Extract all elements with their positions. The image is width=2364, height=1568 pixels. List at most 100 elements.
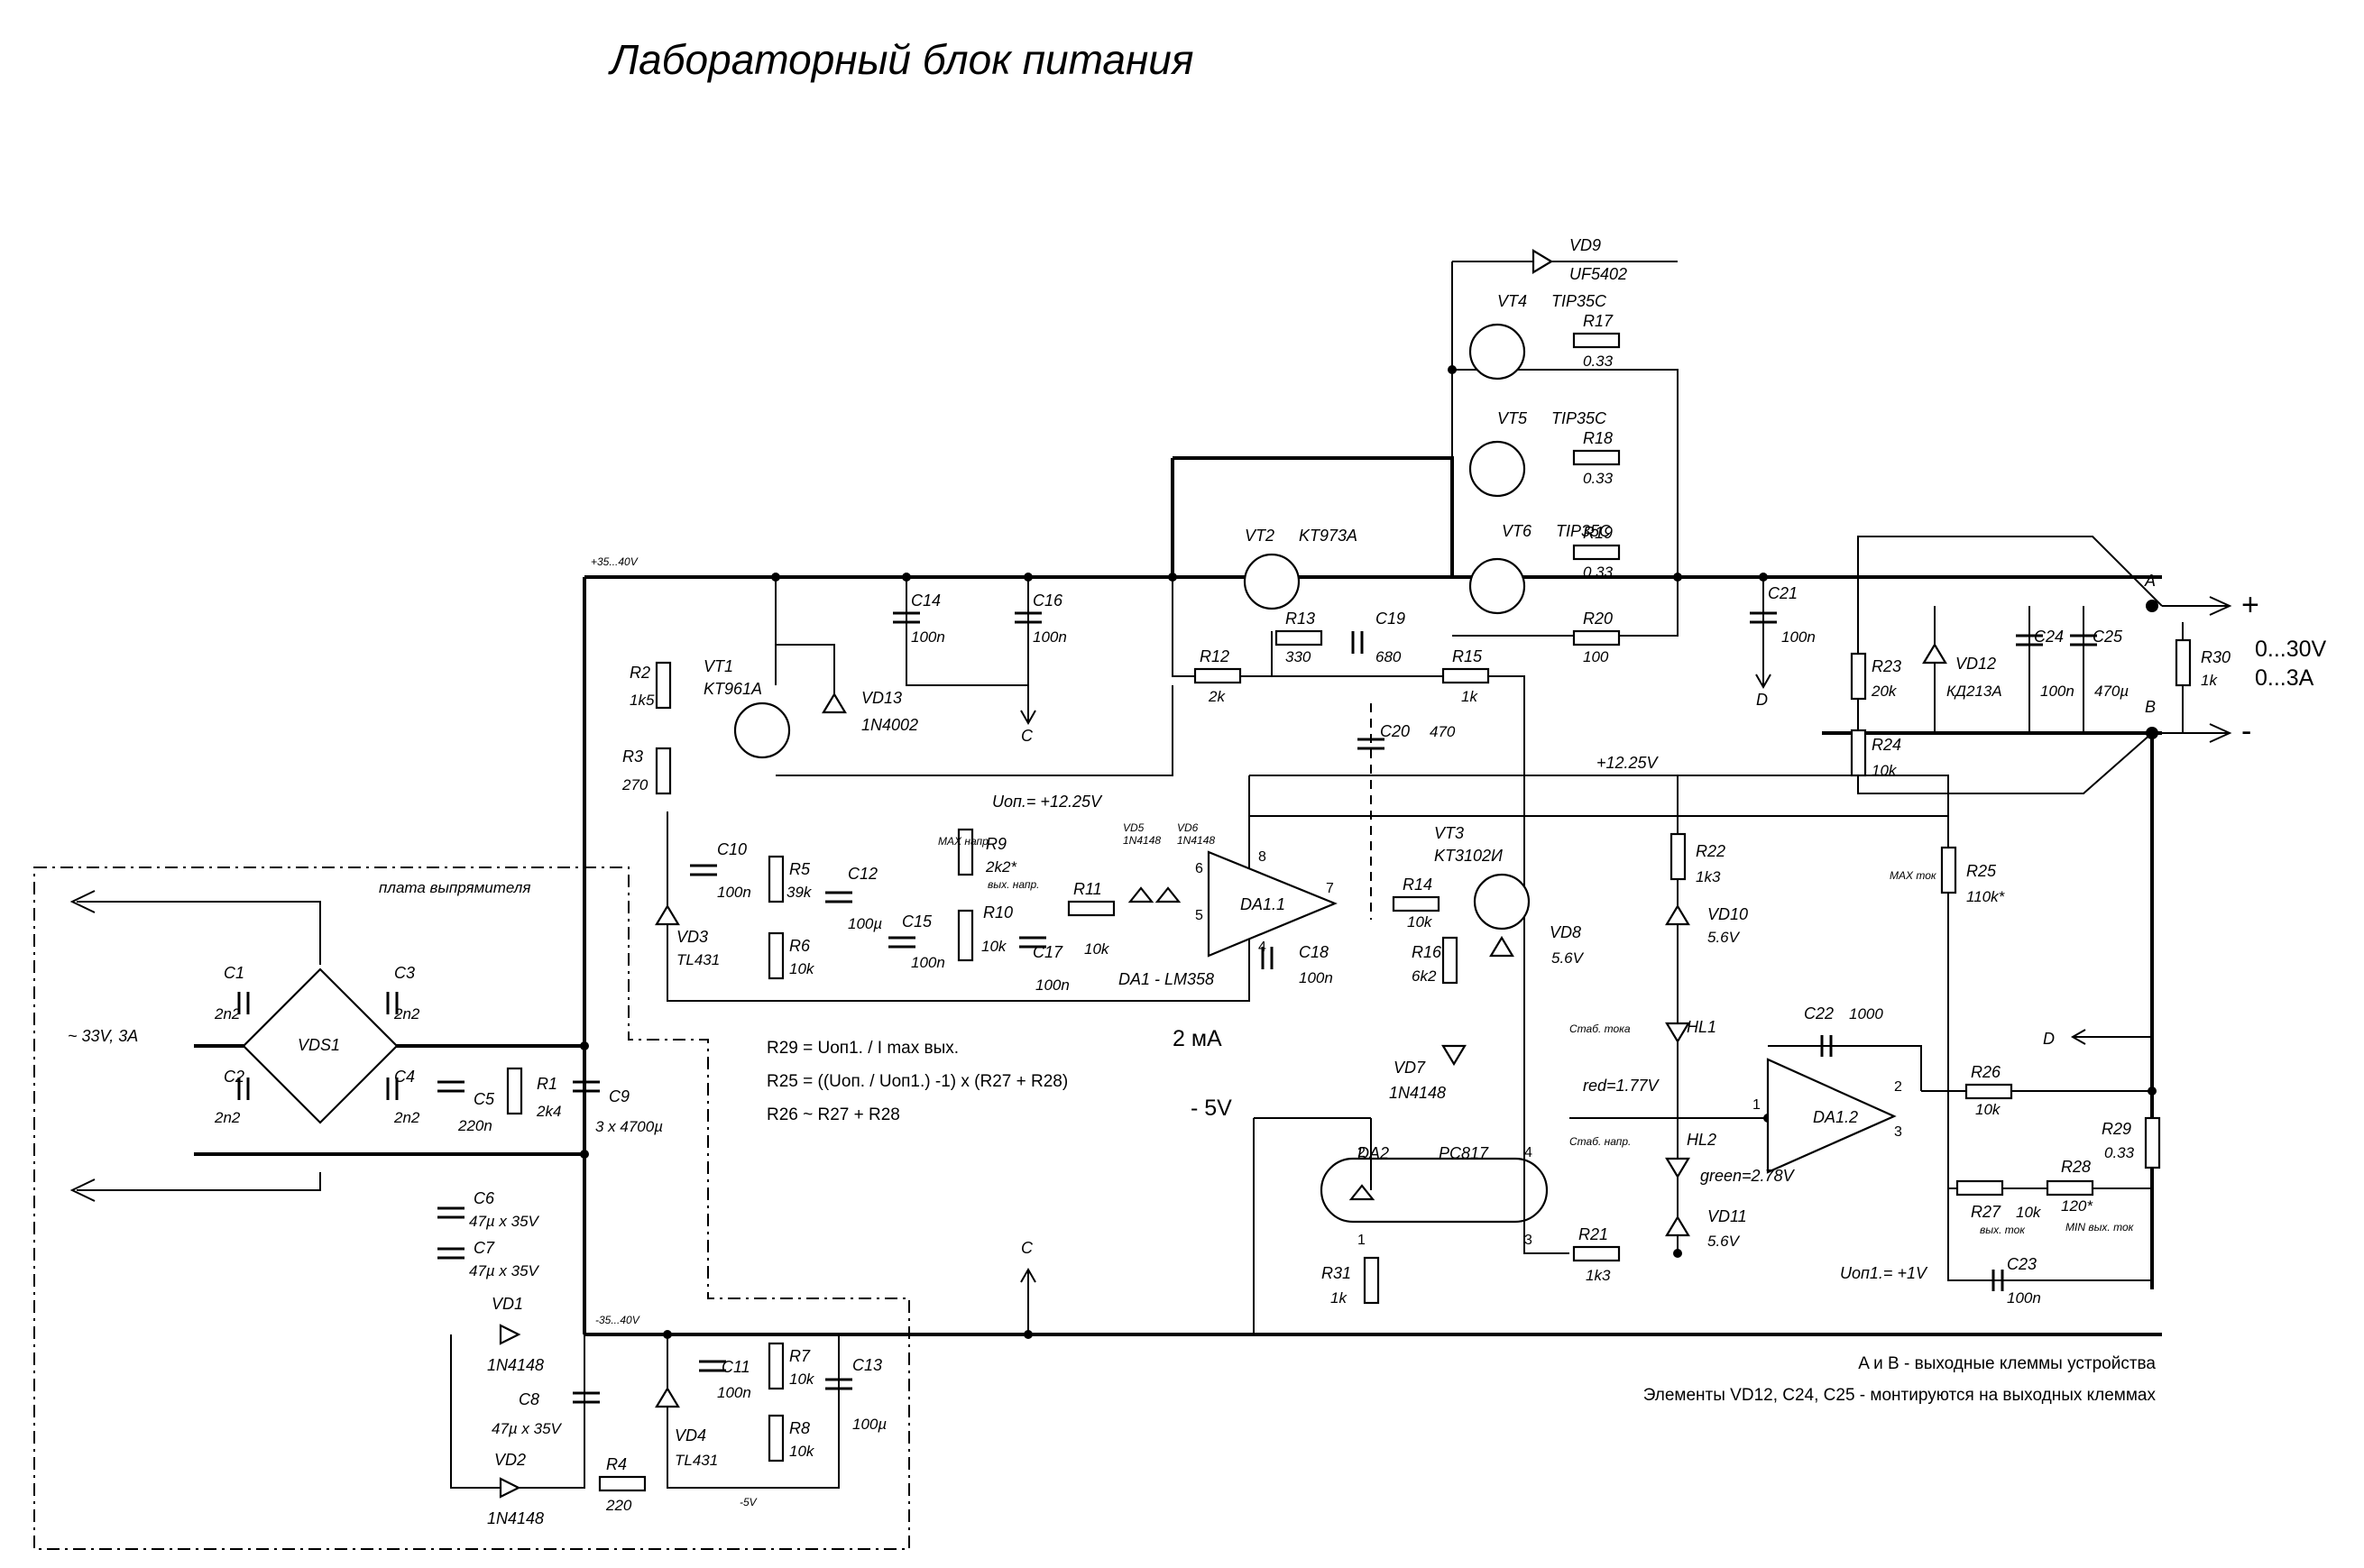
svg-text:100µ: 100µ — [848, 915, 882, 932]
svg-text:C19: C19 — [1375, 610, 1405, 628]
svg-text:C10: C10 — [717, 840, 747, 858]
svg-text:DA1.2: DA1.2 — [1813, 1108, 1858, 1126]
svg-text:100n: 100n — [1781, 628, 1816, 646]
svg-text:VD3: VD3 — [676, 928, 708, 946]
ac-in-wire-bottom — [77, 1172, 321, 1191]
svg-text:C21: C21 — [1768, 584, 1798, 602]
svg-text:R27: R27 — [1971, 1203, 2001, 1221]
svg-text:R28: R28 — [2061, 1158, 2091, 1176]
svg-text:2n2: 2n2 — [214, 1109, 241, 1126]
svg-text:MIN вых. ток: MIN вых. ток — [2065, 1221, 2135, 1233]
svg-text:47µ x 35V: 47µ x 35V — [469, 1213, 540, 1230]
svg-text:0...30V: 0...30V — [2255, 637, 2327, 662]
svg-text:R6: R6 — [789, 937, 811, 955]
svg-text:C11: C11 — [722, 1358, 750, 1376]
svg-text:10k: 10k — [981, 938, 1007, 955]
svg-text:C6: C6 — [474, 1189, 495, 1207]
svg-text:Стаб. напр.: Стаб. напр. — [1569, 1135, 1631, 1148]
svg-text:- 5V: - 5V — [1191, 1096, 1232, 1121]
svg-text:3: 3 — [1524, 1233, 1532, 1248]
formulas: R29 = Uоп1. / I max вых. R25 = ((Uоп. / … — [767, 1039, 1068, 1124]
svg-text:КД213А: КД213А — [1946, 683, 2002, 700]
svg-text:VT2: VT2 — [1245, 527, 1274, 545]
svg-text:R24: R24 — [1872, 736, 1901, 754]
svg-text:KT961A: KT961A — [704, 680, 762, 698]
transistor-vt5 — [1468, 440, 1526, 498]
svg-text:1k3: 1k3 — [1586, 1267, 1611, 1284]
svg-text:100n: 100n — [1033, 628, 1067, 646]
svg-text:R29 = Uоп1. / I max вых.: R29 = Uоп1. / I max вых. — [767, 1039, 959, 1058]
wire-da12-in — [1569, 1090, 2152, 1119]
svg-text:3: 3 — [1894, 1124, 1902, 1140]
svg-text:DA1.1: DA1.1 — [1240, 895, 1285, 913]
svg-text:R2: R2 — [630, 664, 650, 682]
svg-text:R22: R22 — [1696, 842, 1725, 860]
svg-text:220: 220 — [605, 1497, 632, 1514]
svg-text:+: + — [2241, 588, 2259, 622]
svg-text:MAX напр.: MAX напр. — [938, 835, 991, 848]
svg-text:C18: C18 — [1299, 943, 1329, 961]
svg-text:R8: R8 — [789, 1419, 810, 1437]
wire-lower-box — [667, 775, 1250, 1002]
svg-text:47µ x 35V: 47µ x 35V — [469, 1262, 540, 1279]
svg-text:-35...40V: -35...40V — [595, 1314, 640, 1326]
svg-text:C25: C25 — [2093, 628, 2123, 646]
svg-text:VT6: VT6 — [1502, 522, 1532, 540]
svg-text:R12: R12 — [1200, 647, 1229, 665]
svg-text:100n: 100n — [911, 954, 945, 971]
svg-text:1k: 1k — [1461, 688, 1478, 705]
svg-text:R1: R1 — [537, 1075, 557, 1093]
svg-text:R25 = ((Uоп. / Uоп1.) -1) x (R: R25 = ((Uоп. / Uоп1.) -1) x (R27 + R28) — [767, 1072, 1068, 1091]
svg-text:R7: R7 — [789, 1347, 811, 1365]
svg-text:C15: C15 — [902, 912, 933, 931]
svg-text:3 x 4700µ: 3 x 4700µ — [595, 1118, 663, 1135]
svg-text:1N4002: 1N4002 — [861, 716, 918, 734]
svg-text:7: 7 — [1326, 881, 1334, 896]
svg-text:C17: C17 — [1033, 943, 1063, 961]
ac-arrow-bottom — [69, 1178, 96, 1202]
svg-text:10k: 10k — [1407, 913, 1433, 931]
svg-text:VD8: VD8 — [1550, 923, 1581, 941]
svg-text:VT4: VT4 — [1497, 292, 1527, 310]
svg-text:100µ: 100µ — [852, 1416, 887, 1433]
svg-text:0.33: 0.33 — [1583, 564, 1614, 581]
svg-text:C8: C8 — [519, 1390, 539, 1408]
opamp-da12 — [1766, 1058, 1897, 1174]
wire-r13 — [1271, 631, 1525, 1244]
resistors — [506, 332, 2192, 1492]
svg-text:VD6: VD6 — [1177, 821, 1199, 834]
svg-text:100n: 100n — [717, 884, 751, 901]
svg-text:6: 6 — [1195, 861, 1203, 876]
svg-text:2: 2 — [1357, 1145, 1366, 1160]
wire-output-block — [1934, 606, 2084, 733]
optocoupler-da2 — [1320, 1157, 1549, 1224]
svg-text:1N4148: 1N4148 — [1123, 834, 1161, 847]
opamp-da11 — [1207, 850, 1338, 958]
notes: A и B - выходные клеммы устройства Элеме… — [1643, 1354, 2157, 1405]
net-labels: +35...40V -35...40V Uоп.= +12.25V +12.25… — [68, 555, 2327, 1508]
wire-plus12 — [1249, 775, 1949, 902]
svg-text:2n2: 2n2 — [393, 1005, 420, 1022]
diodes — [499, 249, 1947, 1499]
svg-text:C14: C14 — [911, 591, 941, 610]
svg-text:C13: C13 — [852, 1356, 882, 1374]
svg-text:C23: C23 — [2007, 1255, 2037, 1273]
svg-text:вых. ток: вых. ток — [1980, 1224, 2026, 1236]
svg-text:0.33: 0.33 — [2104, 1144, 2135, 1161]
svg-text:R26 ~ R27 + R28: R26 ~ R27 + R28 — [767, 1105, 900, 1124]
svg-text:red=1.77V: red=1.77V — [1583, 1077, 1660, 1095]
svg-text:2k2*: 2k2* — [985, 858, 1017, 876]
wire-da12-out — [1768, 1045, 1922, 1091]
svg-text:MAX ток: MAX ток — [1890, 869, 1937, 882]
svg-text:10k: 10k — [789, 1371, 815, 1388]
svg-text:C9: C9 — [609, 1087, 630, 1105]
svg-text:1k5: 1k5 — [630, 692, 655, 709]
out-minus-arrow — [2209, 723, 2232, 743]
svg-text:330: 330 — [1285, 648, 1311, 665]
svg-text:1N4148: 1N4148 — [487, 1356, 544, 1374]
svg-text:R19: R19 — [1583, 524, 1613, 542]
svg-text:1N4148: 1N4148 — [1177, 834, 1215, 847]
svg-text:1k: 1k — [1330, 1289, 1348, 1307]
svg-text:680: 680 — [1375, 648, 1402, 665]
